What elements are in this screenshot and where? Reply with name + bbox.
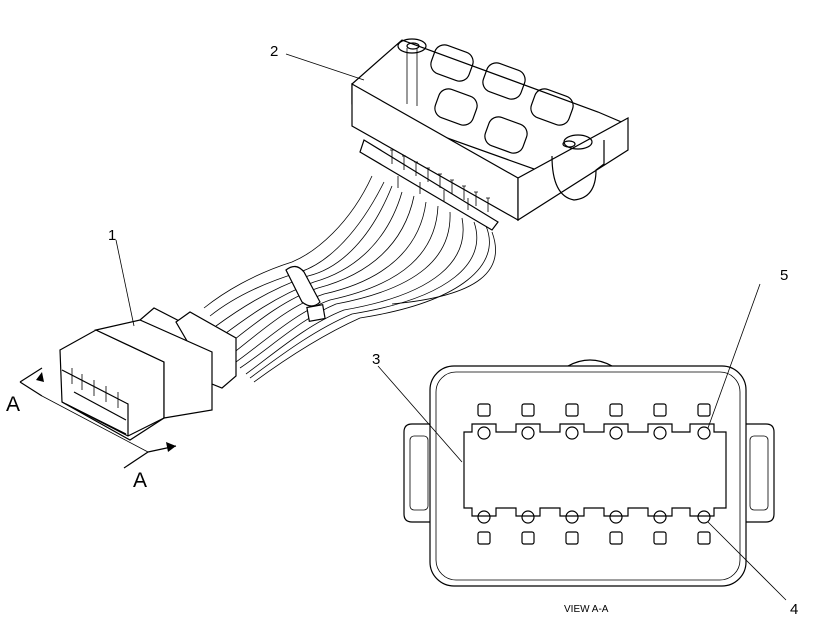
wire-bundle xyxy=(203,175,496,383)
callout-4: 4 xyxy=(790,601,798,618)
section-mark-upper: A xyxy=(6,393,20,416)
callout-5: 5 xyxy=(780,267,788,284)
section-cut-line xyxy=(19,367,177,469)
leader-lines xyxy=(115,53,787,601)
section-mark-lower: A xyxy=(133,469,147,492)
end-view-connector xyxy=(403,359,775,587)
harness-housing xyxy=(351,38,629,231)
wire-tie xyxy=(285,265,326,322)
plug-connector xyxy=(59,307,237,441)
view-caption: VIEW A-A xyxy=(564,604,609,615)
terminal-pins xyxy=(390,149,490,212)
callout-3: 3 xyxy=(372,351,380,368)
callout-2: 2 xyxy=(270,43,278,60)
contact-cavities xyxy=(477,403,711,545)
callout-1: 1 xyxy=(108,227,116,244)
